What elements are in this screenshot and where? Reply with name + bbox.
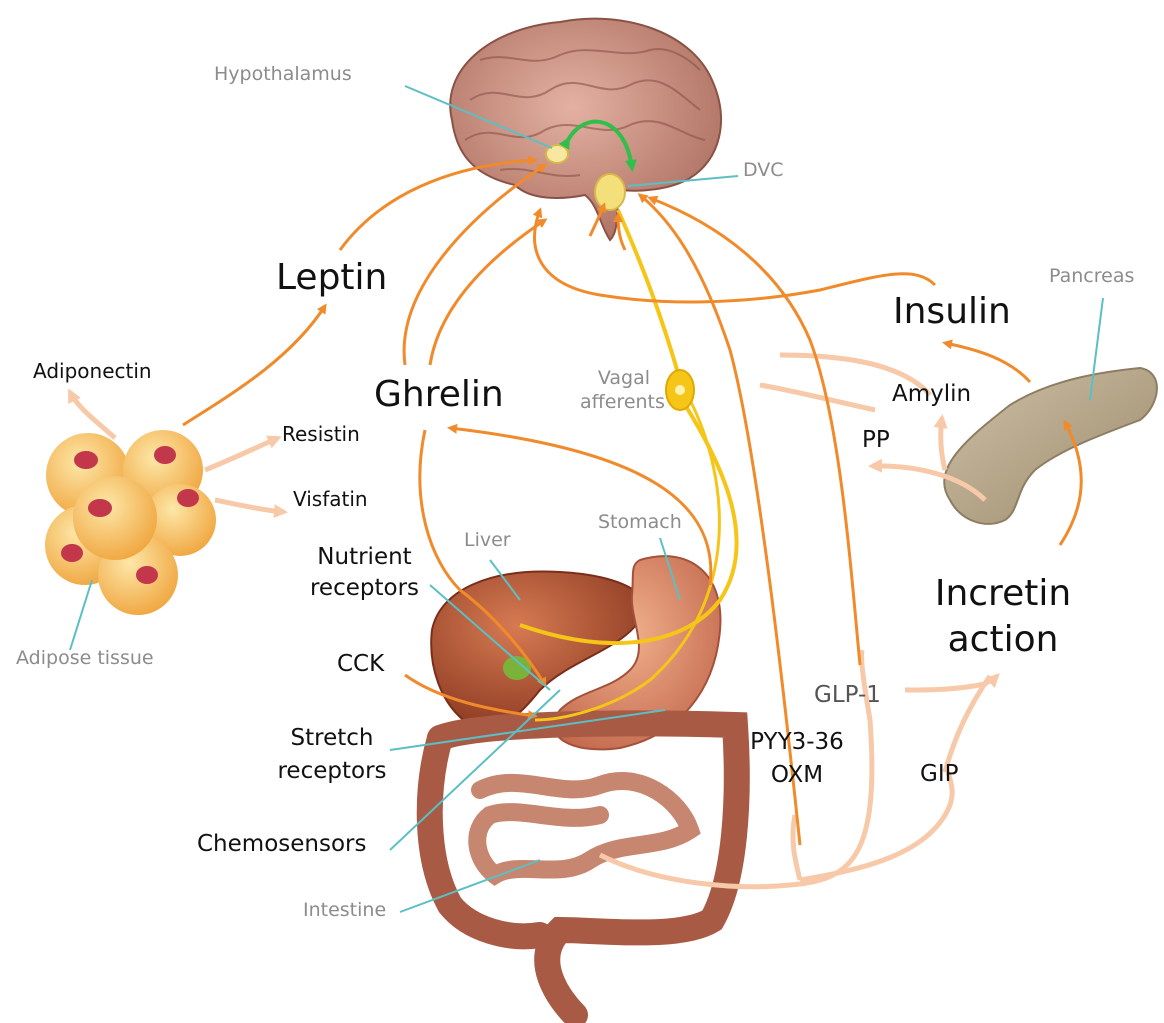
- stretch-receptors-label-line2: receptors: [272, 759, 392, 784]
- dvc-label: DVC: [743, 160, 784, 181]
- dvc-marker: [595, 174, 625, 210]
- adipose-tissue-label: Adipose tissue: [16, 648, 154, 669]
- nutrient-receptors-label: Nutrient receptors: [302, 545, 427, 602]
- pancreas-label: Pancreas: [1049, 266, 1134, 287]
- cck-label: CCK: [337, 652, 384, 677]
- insulin-label: Insulin: [893, 292, 1011, 332]
- incretin-action-label-line1: Incretin: [928, 574, 1078, 614]
- adipose-tissue-illustration: [45, 430, 216, 615]
- leptin-label: Leptin: [276, 258, 387, 298]
- hypothalamus-label: Hypothalamus: [214, 64, 352, 85]
- pyy-oxm-label-line1: PYY3-36: [737, 730, 857, 755]
- pancreas-illustration: [944, 368, 1157, 524]
- glp1-label: GLP-1: [814, 683, 881, 708]
- amylin-label: Amylin: [892, 382, 971, 407]
- vagal-afferents-label-line1: Vagal: [580, 368, 650, 389]
- vagal-afferents-label: Vagal afferents: [580, 368, 650, 413]
- ghrelin-label: Ghrelin: [374, 375, 504, 415]
- pp-label: PP: [862, 428, 890, 453]
- adiponectin-label: Adiponectin: [33, 360, 152, 382]
- pyy-oxm-label: PYY3-36 OXM: [737, 730, 857, 789]
- liver-label: Liver: [464, 530, 511, 551]
- nutrient-receptors-label-line2: receptors: [302, 576, 427, 601]
- stomach-label: Stomach: [598, 512, 682, 533]
- stretch-receptors-label: Stretch receptors: [272, 726, 392, 785]
- resistin-label: Resistin: [282, 423, 360, 445]
- intestine-illustration: [430, 723, 737, 1015]
- vagal-afferents-label-line2: afferents: [580, 392, 650, 413]
- pyy-oxm-label-line2: OXM: [737, 763, 857, 788]
- intestine-label: Intestine: [303, 900, 386, 921]
- gip-label: GIP: [920, 762, 958, 787]
- incretin-action-label-line2: action: [928, 620, 1078, 660]
- visfatin-label: Visfatin: [293, 488, 368, 510]
- nutrient-receptors-label-line1: Nutrient: [302, 545, 427, 570]
- chemosensors-label: Chemosensors: [197, 832, 366, 857]
- incretin-action-label: Incretin action: [928, 574, 1078, 659]
- stretch-receptors-label-line1: Stretch: [272, 726, 392, 751]
